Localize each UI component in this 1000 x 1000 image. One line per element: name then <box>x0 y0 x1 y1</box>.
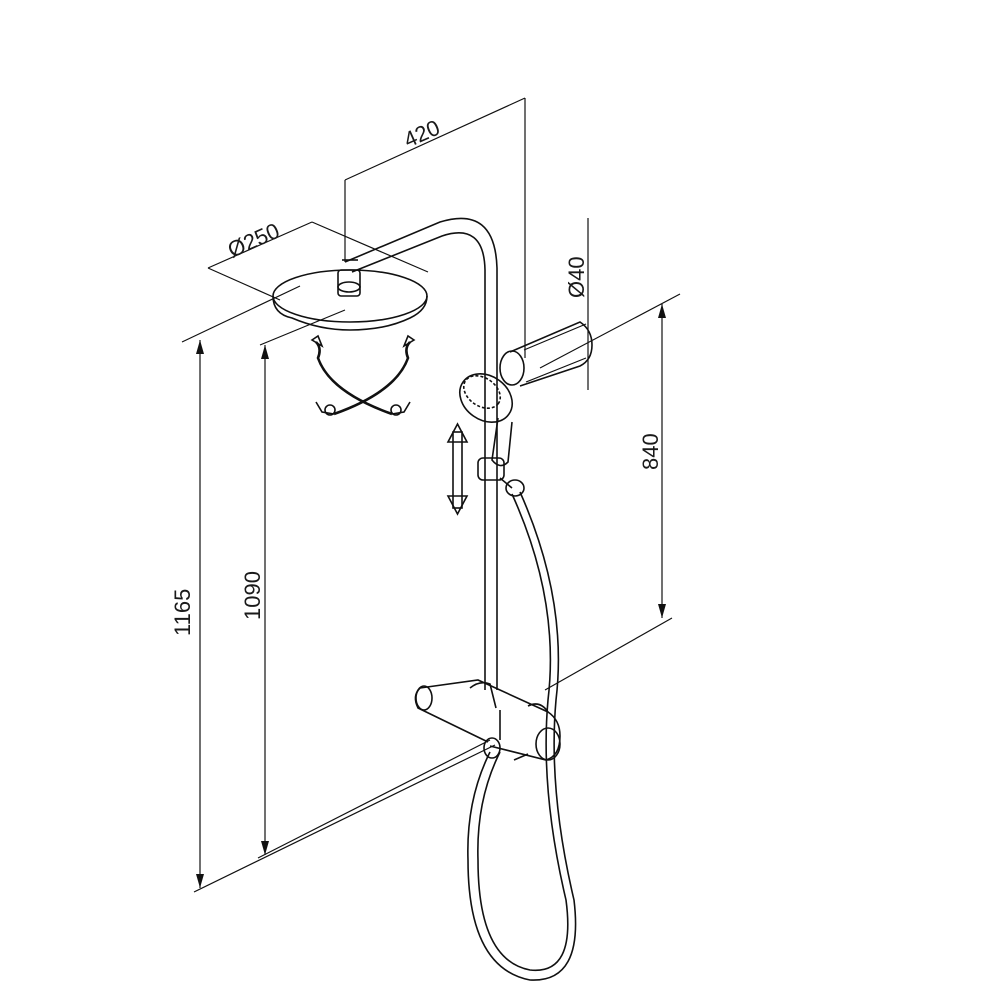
dimension-label-d250: Ø250 <box>224 218 283 263</box>
dimension-label-d40: Ø40 <box>564 256 589 298</box>
dimension-label-840: 840 <box>638 433 663 470</box>
hand-shower <box>459 373 525 497</box>
dimension-label-1165: 1165 <box>170 589 195 636</box>
wall-bracket <box>499 321 593 387</box>
dimension-mixer-to-head-height: 1090 <box>240 309 491 859</box>
dimension-label-1090: 1090 <box>240 571 265 620</box>
dimension-rail-projection: 420 <box>344 97 526 358</box>
dimension-label-420: 420 <box>400 115 444 153</box>
dimension-bracket-diameter: Ø40 <box>564 218 589 390</box>
overhead-shower-head <box>272 259 428 331</box>
shower-arm <box>344 217 498 360</box>
shower-hose <box>467 491 577 981</box>
swivel-arms-icon <box>310 334 416 416</box>
thermostatic-mixer <box>414 679 561 761</box>
dimension-head-diameter: Ø250 <box>207 218 429 301</box>
dimension-rail-height: 840 <box>539 293 681 691</box>
riser-rail <box>484 360 498 690</box>
dimension-total-height: 1165 <box>170 285 496 893</box>
slide-arrow-icon <box>446 422 469 516</box>
